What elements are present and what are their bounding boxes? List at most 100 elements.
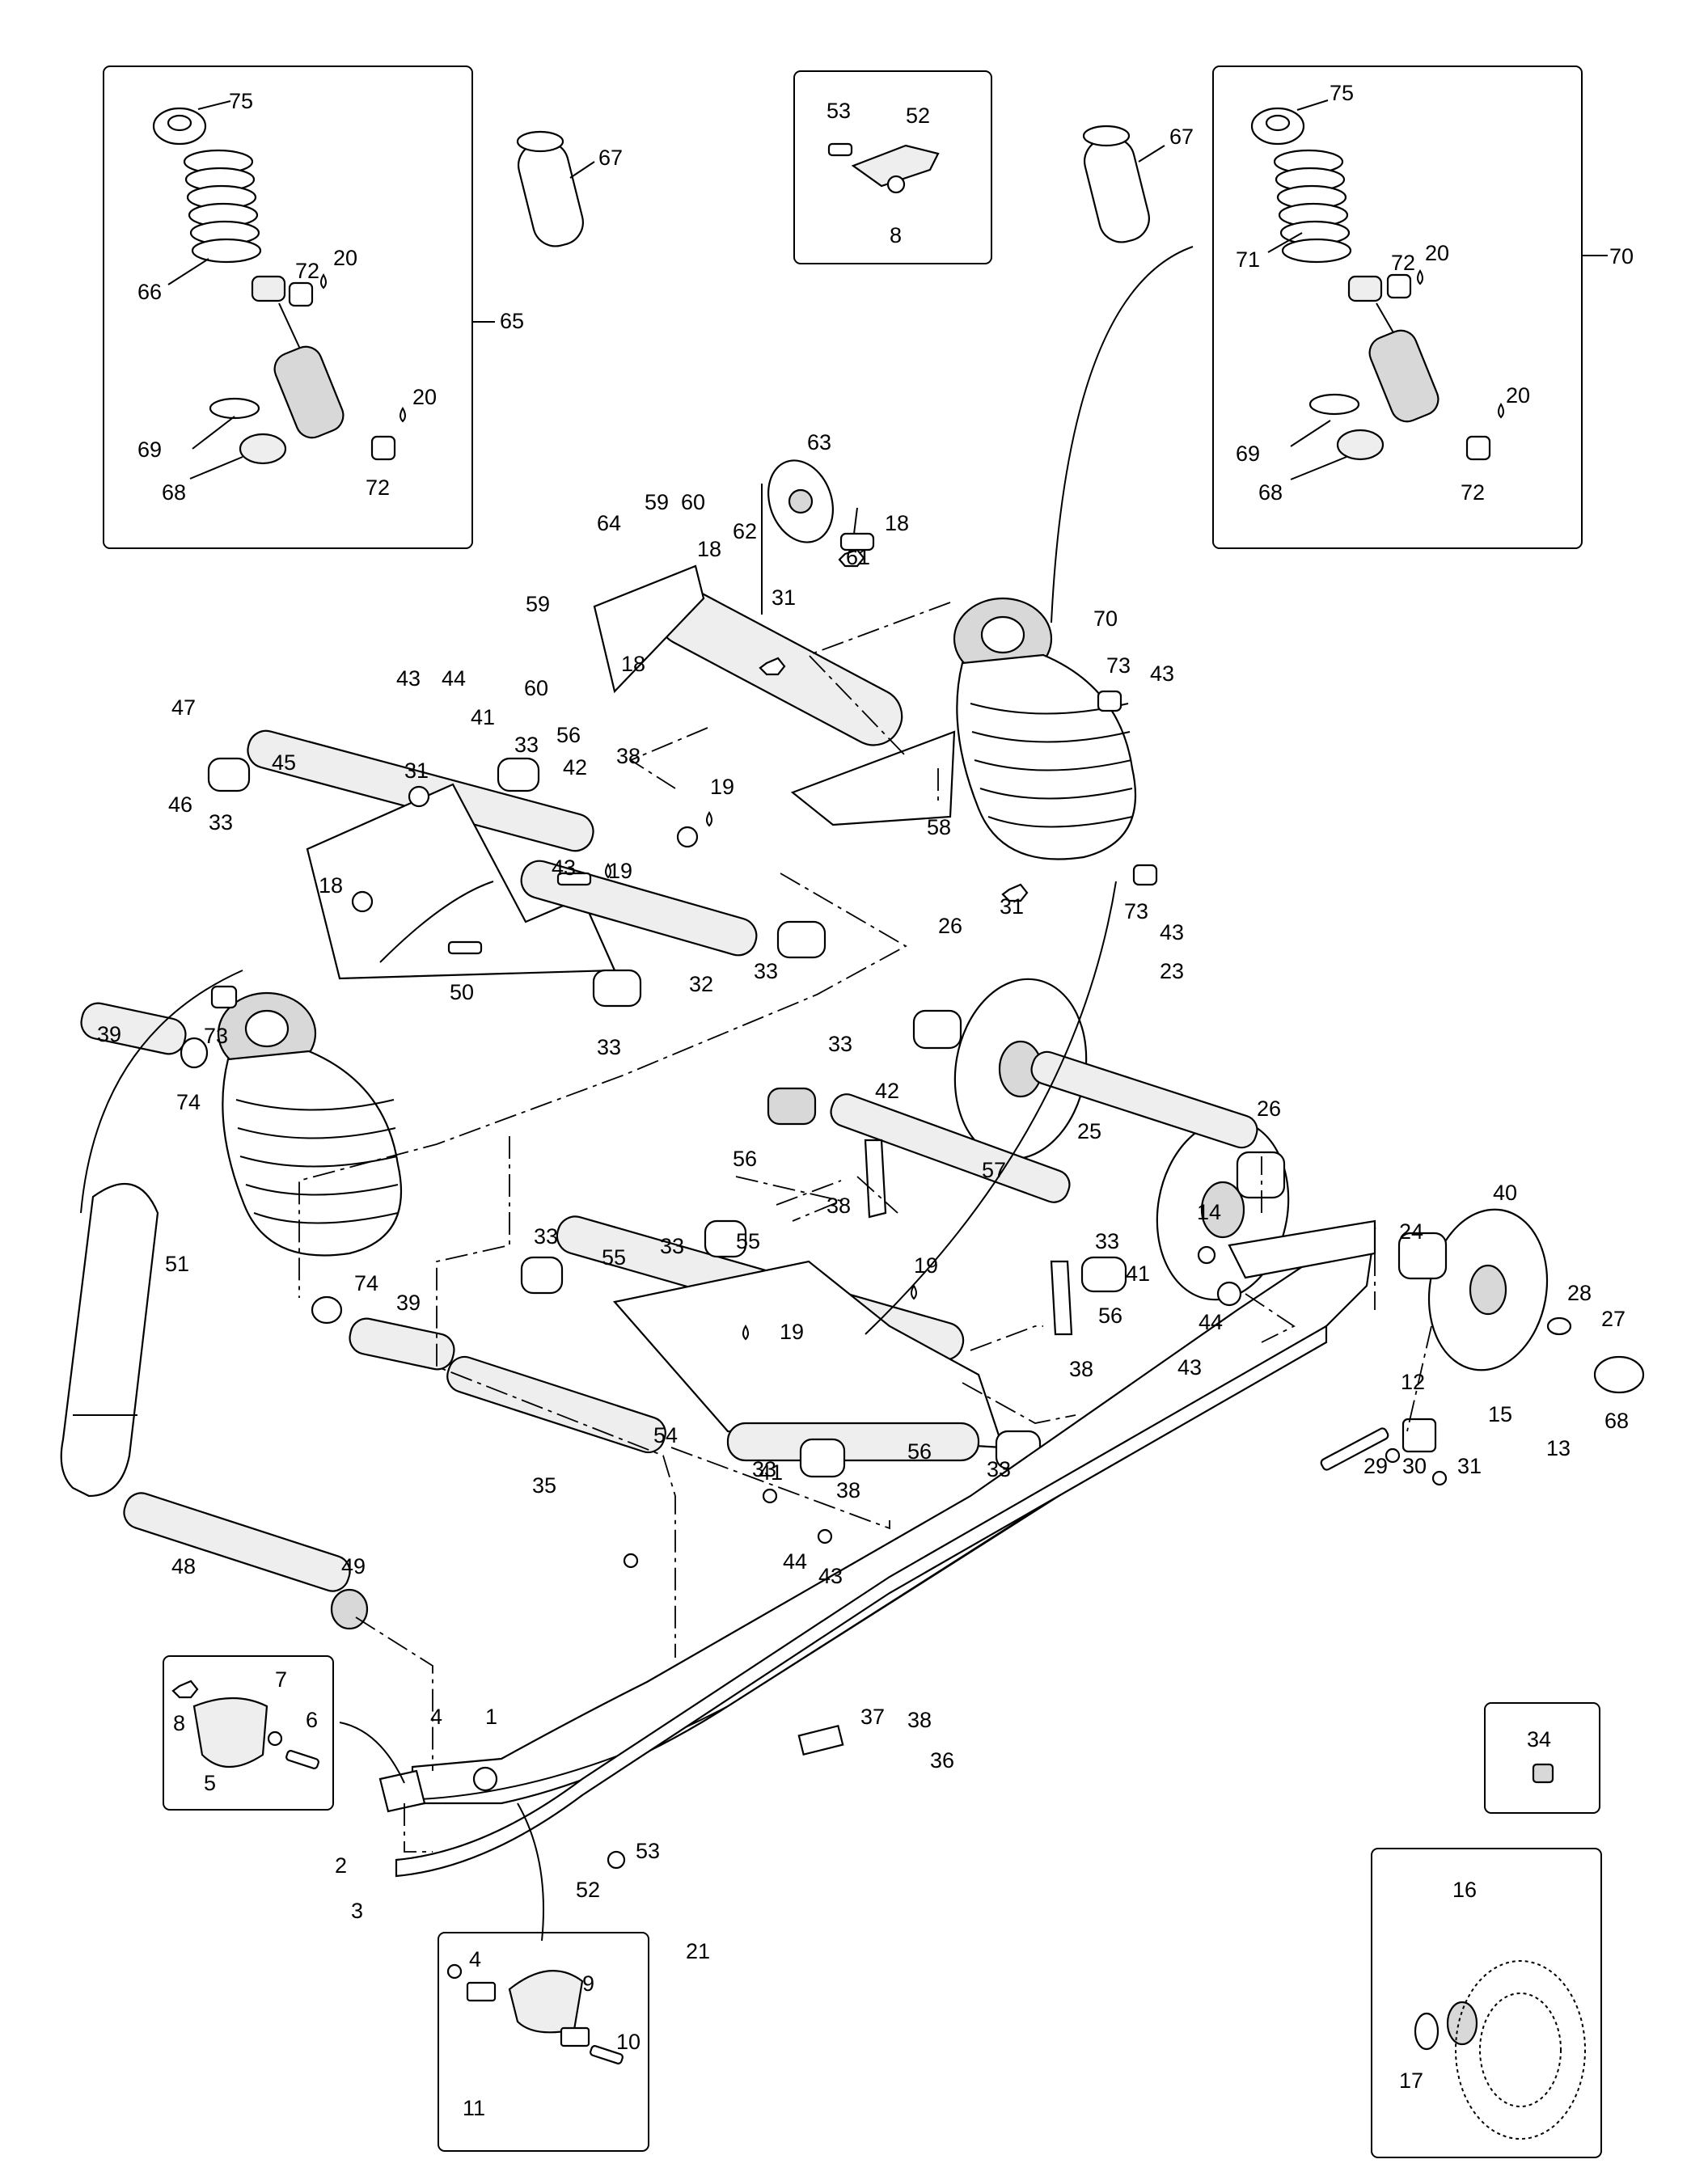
callout-19: 19	[780, 1320, 804, 1344]
callout-52: 52	[906, 104, 930, 128]
callout-18: 18	[697, 537, 721, 561]
callout-43: 43	[1177, 1355, 1202, 1380]
stopper-kit-parts	[171, 1680, 319, 1769]
callout-70: 70	[1609, 244, 1634, 268]
callout-33: 33	[209, 810, 233, 835]
callout-1: 1	[485, 1705, 497, 1729]
callout-31: 31	[404, 759, 429, 783]
callout-29: 29	[1363, 1454, 1388, 1478]
callout-18: 18	[621, 652, 645, 676]
callout-19: 19	[710, 775, 734, 799]
callout-20: 20	[1425, 241, 1449, 265]
left-shock-parts	[152, 107, 584, 465]
callout-72: 72	[366, 475, 390, 500]
callout-19: 19	[914, 1253, 938, 1278]
slide-stopper-parts	[446, 1963, 624, 2064]
callout-41: 41	[1126, 1261, 1150, 1286]
callout-20: 20	[1506, 383, 1530, 408]
callout-71: 71	[1236, 247, 1260, 272]
callout-16: 16	[1452, 1878, 1477, 1902]
callout-27: 27	[1601, 1307, 1626, 1331]
rear-idler-wheel	[1397, 1208, 1645, 1394]
callout-43: 43	[1150, 661, 1174, 686]
callout-38: 38	[827, 1194, 851, 1218]
callout-28: 28	[1567, 1281, 1592, 1305]
callout-67: 67	[598, 146, 623, 170]
callout-labels: 75 67 66 72 20 65 20 69 68 72 53 52 8 75…	[97, 81, 1634, 2120]
callout-54: 54	[653, 1423, 678, 1447]
callout-59: 59	[526, 592, 550, 616]
callout-8: 8	[890, 223, 902, 247]
callout-49: 49	[341, 1554, 366, 1578]
slide-rail	[378, 1219, 1376, 1878]
connector-arrows	[80, 246, 1194, 1942]
callout-33: 33	[534, 1224, 558, 1249]
callout-24: 24	[1399, 1219, 1423, 1244]
callout-38: 38	[836, 1478, 860, 1502]
wheel-bearing-box	[1371, 1848, 1602, 2158]
callout-13: 13	[1546, 1436, 1571, 1460]
callout-5: 5	[204, 1771, 216, 1795]
callout-69: 69	[1236, 442, 1260, 466]
callout-20: 20	[333, 246, 357, 270]
callout-56: 56	[1098, 1304, 1122, 1328]
callout-33: 33	[1095, 1229, 1119, 1253]
callout-75: 75	[1330, 81, 1354, 105]
callout-68: 68	[1258, 480, 1283, 505]
grease-fitting	[1532, 1763, 1554, 1784]
callout-17: 17	[1399, 2068, 1423, 2093]
callout-44: 44	[783, 1549, 807, 1574]
callout-46: 46	[168, 792, 192, 817]
callout-23: 23	[1160, 959, 1184, 983]
callout-53: 53	[636, 1839, 660, 1863]
callout-4: 4	[430, 1705, 442, 1729]
callout-42: 42	[875, 1079, 899, 1103]
front-link-arm	[60, 1183, 159, 1498]
callout-73: 73	[1106, 653, 1131, 678]
callout-38: 38	[907, 1708, 932, 1732]
callout-69: 69	[137, 437, 162, 462]
callout-31: 31	[1000, 894, 1024, 919]
callout-18: 18	[319, 873, 343, 898]
rear-pivot-assembly	[593, 459, 956, 826]
callout-74: 74	[176, 1090, 201, 1114]
callout-20: 20	[412, 385, 437, 409]
callout-56: 56	[907, 1439, 932, 1464]
callout-12: 12	[1401, 1370, 1425, 1394]
callout-36: 36	[930, 1748, 954, 1773]
callout-2: 2	[335, 1853, 347, 1878]
callout-30: 30	[1402, 1454, 1427, 1478]
callout-33: 33	[987, 1457, 1011, 1481]
callout-55: 55	[736, 1229, 760, 1253]
callout-67: 67	[1169, 125, 1194, 149]
callout-56: 56	[556, 723, 581, 747]
callout-44: 44	[1199, 1310, 1223, 1334]
callout-45: 45	[272, 750, 296, 775]
callout-25: 25	[1077, 1119, 1101, 1143]
front-shock-with-boot	[210, 985, 403, 1257]
callout-18: 18	[885, 511, 909, 535]
callout-61: 61	[846, 545, 870, 569]
callout-72: 72	[1461, 480, 1485, 505]
callout-34: 34	[1527, 1727, 1551, 1752]
callout-50: 50	[450, 980, 474, 1004]
callout-43: 43	[1160, 920, 1184, 944]
callout-60: 60	[681, 490, 705, 514]
callout-37: 37	[860, 1705, 885, 1729]
callout-75: 75	[229, 89, 253, 113]
callout-26: 26	[938, 914, 962, 938]
callout-31: 31	[1457, 1454, 1482, 1478]
callout-56: 56	[733, 1147, 757, 1171]
callout-39: 39	[97, 1022, 121, 1046]
grease-fitting-box	[1484, 1702, 1600, 1814]
callout-55: 55	[602, 1245, 626, 1270]
callout-33: 33	[752, 1457, 776, 1481]
callout-31: 31	[772, 585, 796, 610]
callout-8: 8	[173, 1711, 185, 1735]
callout-62: 62	[733, 519, 757, 543]
callout-65: 65	[500, 309, 524, 333]
callout-73: 73	[204, 1024, 228, 1048]
leader-lines	[167, 99, 1608, 615]
callout-63: 63	[807, 430, 831, 454]
callout-43: 43	[818, 1564, 843, 1588]
